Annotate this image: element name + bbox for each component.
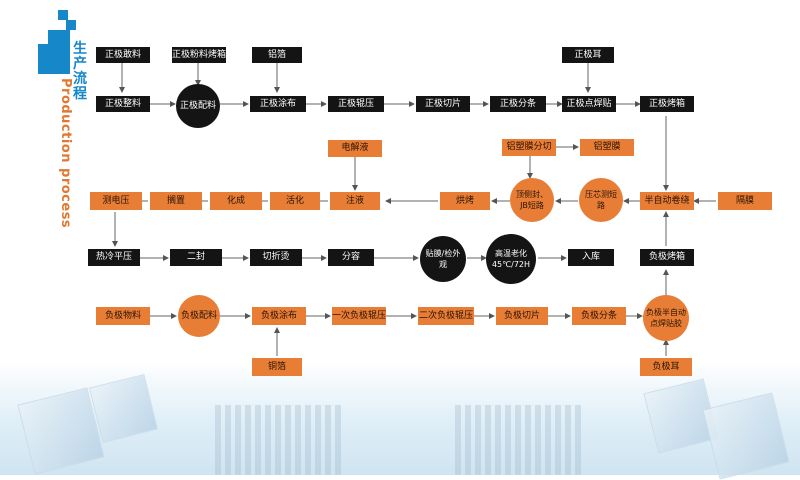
logo-square bbox=[48, 30, 70, 44]
node-neg-coat: 负极涂布 bbox=[252, 307, 306, 325]
node-electrolyte: 电解液 bbox=[328, 140, 382, 157]
title-chinese: 生产流程 bbox=[73, 41, 87, 102]
node-ocv: 测电压 bbox=[90, 192, 142, 210]
node-pos-material: 正极敢料 bbox=[96, 47, 150, 63]
node-top-seal: 顶侧封、JB短路 bbox=[510, 178, 554, 222]
node-pos-weld: 正极点焊贴 bbox=[562, 96, 616, 112]
node-second-seal: 二封 bbox=[170, 249, 222, 266]
node-warehouse: 入库 bbox=[568, 249, 614, 266]
node-pos-tab: 正极耳 bbox=[562, 47, 614, 63]
city-skyline-right bbox=[455, 405, 585, 475]
node-separator: 隔膜 bbox=[718, 192, 772, 210]
node-pos-prep: 正极整料 bbox=[96, 96, 150, 112]
node-high-temp-aging: 高温老化 45℃/72H bbox=[486, 234, 536, 284]
logo-square bbox=[38, 44, 70, 74]
node-neg-roll2: 二次负极辊压 bbox=[418, 307, 474, 325]
node-semi-wind: 半自动卷绕 bbox=[640, 192, 694, 210]
node-neg-material: 负极物料 bbox=[96, 307, 150, 325]
node-film-check: 贴膜/检外观 bbox=[420, 236, 466, 282]
node-neg-roll1: 一次负极辊压 bbox=[332, 307, 386, 325]
node-fold-iron: 切折烫 bbox=[250, 249, 302, 266]
node-al-film-cut: 铝塑膜分切 bbox=[502, 139, 556, 156]
node-core-short: 压芯测短路 bbox=[579, 178, 623, 222]
node-al-foil: 铝箔 bbox=[252, 47, 302, 63]
node-pos-bake: 正极烤箱 bbox=[640, 96, 694, 112]
node-pos-powder-oven: 正极粉料烤箱 bbox=[172, 47, 226, 63]
node-hot-press: 热冷平压 bbox=[88, 249, 140, 266]
node-pos-coat: 正极涂布 bbox=[250, 96, 306, 112]
node-aging: 搁置 bbox=[150, 192, 202, 210]
node-formation: 化成 bbox=[210, 192, 262, 210]
node-activation: 活化 bbox=[270, 192, 320, 210]
node-neg-bake: 负极烤箱 bbox=[640, 249, 694, 266]
node-pos-roll: 正极辊压 bbox=[328, 96, 384, 112]
node-pos-slit: 正极分条 bbox=[490, 96, 546, 112]
logo-square bbox=[66, 20, 76, 30]
node-injection: 注液 bbox=[330, 192, 380, 210]
node-cu-foil: 铜箔 bbox=[252, 358, 302, 376]
node-baking: 烘烤 bbox=[440, 192, 490, 210]
node-neg-slit: 负极分条 bbox=[572, 307, 626, 325]
city-skyline-left bbox=[215, 405, 345, 475]
node-grading: 分容 bbox=[328, 249, 374, 266]
node-neg-tab: 负极耳 bbox=[640, 358, 692, 376]
node-pos-mix: 正极配料 bbox=[176, 84, 220, 128]
logo-square bbox=[58, 10, 68, 20]
node-neg-mix: 负极配料 bbox=[178, 295, 220, 337]
title-english: Production process bbox=[58, 78, 73, 229]
node-neg-cut: 负极切片 bbox=[496, 307, 548, 325]
node-al-film: 铝塑膜 bbox=[580, 139, 634, 156]
node-neg-weld: 负极半自动 点焊贴胶 bbox=[643, 295, 689, 341]
node-pos-cut: 正极切片 bbox=[416, 96, 470, 112]
